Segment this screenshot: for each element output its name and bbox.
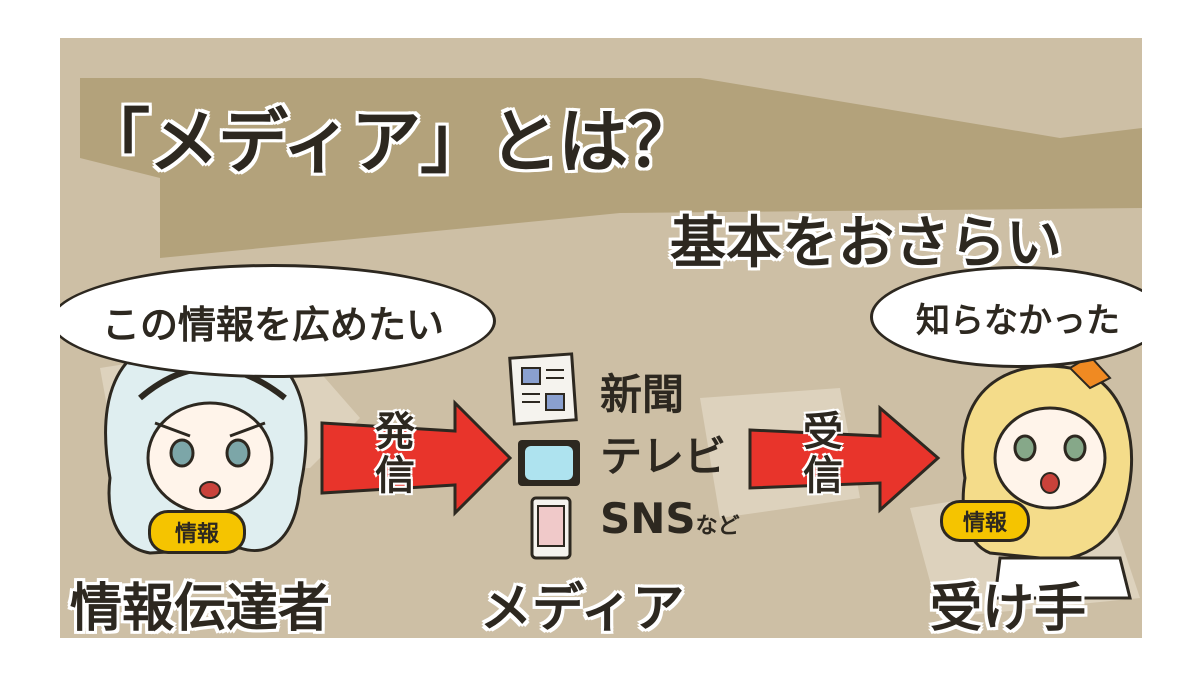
receive-arrow-char-1: 受: [803, 409, 843, 455]
receiver-speech-bubble: 知らなかった: [870, 266, 1142, 368]
sender-info-badge: 情報: [148, 510, 246, 554]
receive-arrow-label: 受 信: [800, 410, 846, 498]
sender-speech-bubble: この情報を広めたい: [60, 264, 496, 378]
header-band: [80, 78, 1142, 258]
receive-arrow-char-2: 信: [803, 453, 843, 499]
send-arrow-char-2: 信: [375, 453, 415, 499]
sender-label: 情報伝達者: [70, 579, 331, 638]
media-item-sns-label: SNS: [600, 494, 696, 543]
media-label: メディア: [480, 579, 685, 638]
media-item-tv: テレビ: [600, 432, 727, 481]
send-arrow-char-1: 発: [375, 409, 415, 455]
receive-arrow: [748, 404, 941, 514]
tv-icon: [518, 440, 580, 486]
page-title: 「メディア」とは？: [80, 101, 697, 183]
media-item-sns: SNSなど: [600, 488, 740, 558]
page-subtitle: 基本をおさらい: [670, 211, 1062, 276]
send-arrow: [320, 399, 513, 517]
newspaper-icon: [508, 352, 578, 426]
media-item-suffix: など: [695, 514, 740, 539]
send-arrow-label: 発 信: [372, 410, 418, 498]
illustration-panel: 「メディア」とは？ 基本をおさらい この情報を広めたい 知らなかった 発 信 受…: [60, 38, 1142, 638]
smartphone-icon: [530, 496, 572, 560]
receiver-label: 受け手: [930, 579, 1087, 638]
media-item-newspaper: 新聞: [600, 370, 685, 419]
media-examples: 新聞 テレビ SNSなど: [600, 364, 740, 558]
receiver-info-badge: 情報: [940, 500, 1030, 542]
